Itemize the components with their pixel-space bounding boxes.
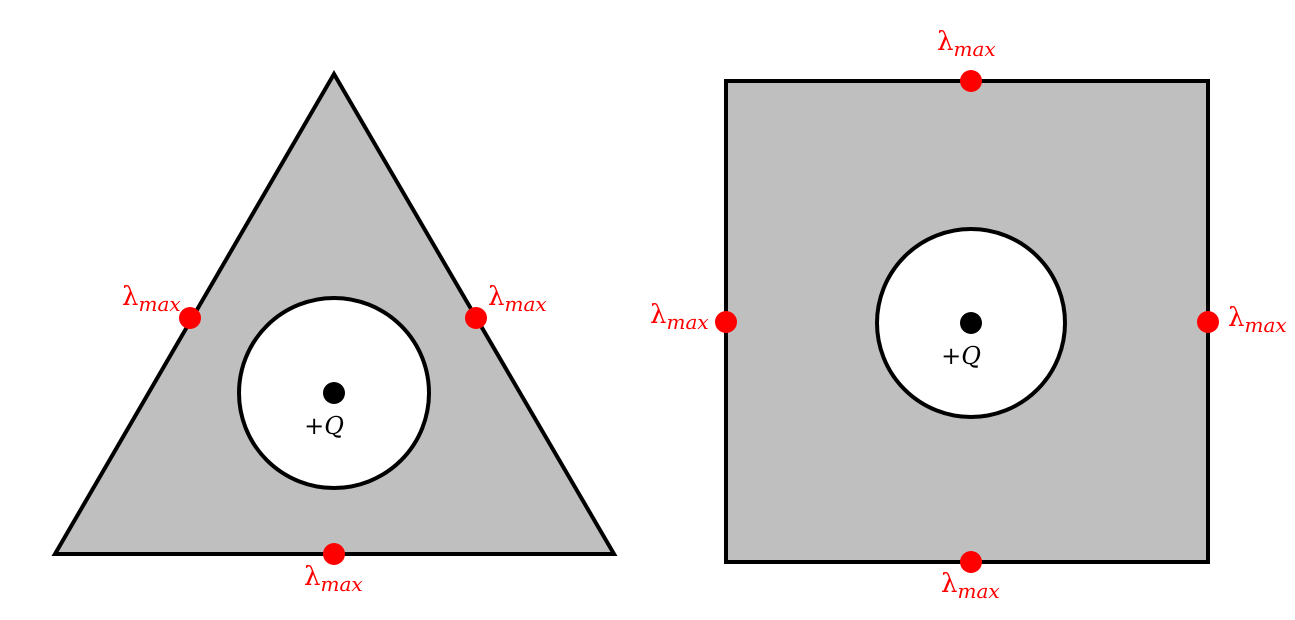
square-point-charge — [960, 312, 982, 334]
triangle-label-left: λmax — [122, 282, 181, 316]
square-label-right: λmax — [1228, 303, 1287, 337]
square-marker-bottom — [960, 551, 982, 573]
triangle-figure: +Q λmax λmax λmax — [51, 70, 618, 596]
triangle-charge-label: +Q — [304, 412, 344, 440]
square-marker-right — [1197, 311, 1219, 333]
triangle-marker-right — [465, 307, 487, 329]
square-marker-top — [960, 70, 982, 92]
triangle-label-bottom: λmax — [304, 562, 363, 596]
square-label-left: λmax — [650, 300, 709, 334]
square-marker-left — [715, 311, 737, 333]
square-label-top: λmax — [937, 27, 996, 61]
triangle-label-right: λmax — [488, 282, 547, 316]
square-figure: +Q λmax λmax λmax λmax — [650, 27, 1287, 603]
triangle-point-charge — [323, 382, 345, 404]
triangle-marker-left — [179, 307, 201, 329]
square-charge-label: +Q — [941, 342, 981, 370]
square-label-bottom: λmax — [941, 569, 1000, 603]
triangle-marker-bottom — [323, 543, 345, 565]
